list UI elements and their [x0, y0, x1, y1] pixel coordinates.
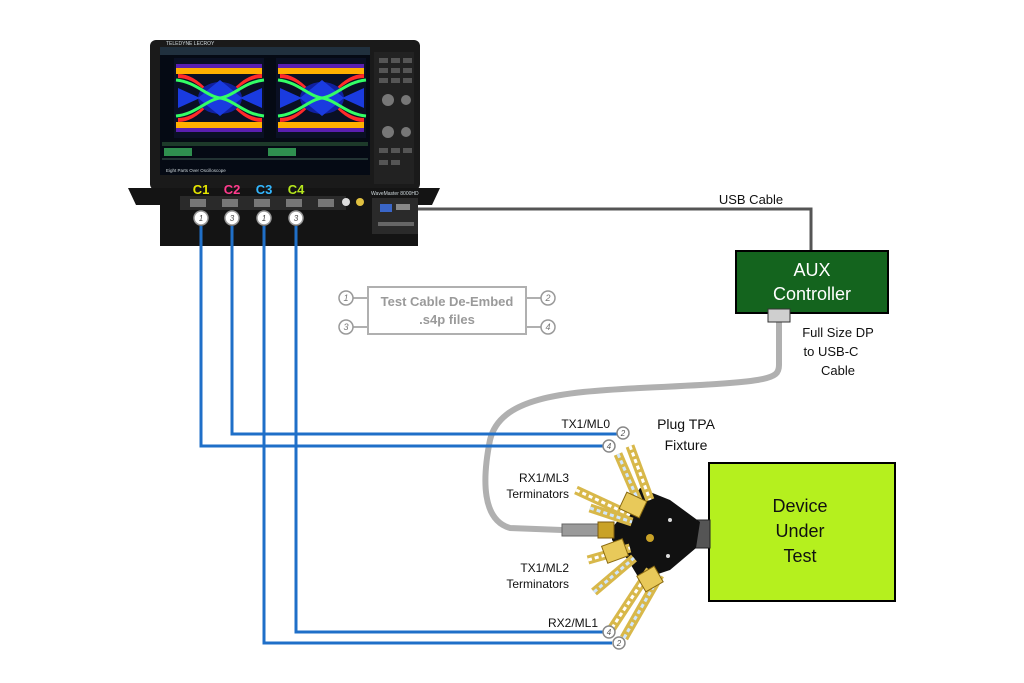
coax-cable-c2	[230, 226, 618, 436]
deembed-port-2	[540, 290, 556, 306]
channel-input-c1[interactable]	[193, 210, 209, 226]
channel-port-number-c2: 3	[230, 214, 235, 223]
fixture-port-top-b	[602, 439, 616, 453]
eye-diagram-right	[276, 58, 367, 138]
channel-input-c4[interactable]	[288, 210, 304, 226]
coax-cable-c1	[199, 226, 608, 448]
channel-port-number-c1: 1	[199, 214, 203, 223]
rx1-ml3-label-2: Terminators	[506, 487, 569, 501]
usb-port[interactable]	[380, 204, 392, 212]
channel-port-number-c4: 3	[294, 214, 299, 223]
usb-cable-label: USB Cable	[719, 192, 783, 207]
fixture-port-bot-b-label: 2	[616, 639, 622, 648]
deembed-port-4-label: 4	[545, 322, 550, 332]
fixture-port-top-a	[616, 426, 630, 440]
channel-label-c4: C4	[288, 182, 305, 197]
aux-controller-line1: AUX	[793, 260, 830, 280]
power-button[interactable]	[342, 198, 350, 206]
fixture-port-top-b-label: 4	[607, 442, 612, 451]
deembed-port-1	[338, 290, 354, 306]
deembed-box: 1 2 3 4 Test Cable De-Embed .s4p files	[338, 286, 556, 335]
rx1-ml3-label-1: RX1/ML3	[519, 471, 569, 485]
dp-connector	[767, 308, 791, 323]
channel-label-c2: C2	[224, 182, 241, 197]
deembed-port-3-label: 3	[343, 322, 348, 332]
plug-tpa-fixture: 2 4 4 2	[561, 426, 711, 650]
channel-input-c3[interactable]	[256, 210, 272, 226]
channel-input-c2[interactable]	[224, 210, 240, 226]
deembed-port-3	[338, 319, 354, 335]
tx1-ml2-label-1: TX1/ML2	[520, 561, 569, 575]
fixture-port-bot-b	[612, 636, 626, 650]
aux-controller-line2: Controller	[773, 284, 851, 304]
channel-label-c3: C3	[256, 182, 273, 197]
dut-line1: Device	[772, 496, 827, 516]
screen-caption: Eight Parts Over Oscilloscope	[166, 168, 226, 173]
deembed-port-2-label: 2	[544, 293, 550, 303]
dp-usbc-cable	[482, 320, 782, 533]
dp-cable-label-3: Cable	[821, 363, 855, 378]
fixture-title-2: Fixture	[665, 437, 708, 453]
oscilloscope: TELEDYNE LECROY	[128, 40, 440, 246]
fixture-title-1: Plug TPA	[657, 416, 716, 432]
dut-line2: Under	[775, 521, 824, 541]
tx1-ml0-label: TX1/ML0	[561, 417, 610, 431]
aux-controller: AUX Controller	[735, 250, 889, 323]
tx1-ml2-label-2: Terminators	[506, 577, 569, 591]
dp-cable-label-1: Full Size DP	[802, 325, 874, 340]
usb-cable	[418, 207, 813, 251]
coax-cables	[199, 226, 618, 645]
dp-cable-label-2: to USB-C	[804, 344, 859, 359]
eye-diagram-left	[174, 58, 265, 138]
rx2-ml1-label: RX2/ML1	[548, 616, 598, 630]
coax-cable-c4	[294, 226, 606, 634]
dut-line3: Test	[783, 546, 816, 566]
channel-inputs: C1 1 C2 3 C3 1 C4 3	[193, 182, 305, 226]
scope-control-panel	[374, 52, 414, 184]
fixture-port-bot-a-label: 4	[607, 628, 612, 637]
deembed-title: Test Cable De-Embed	[381, 294, 514, 309]
device-under-test: Device Under Test	[708, 462, 896, 602]
coax-cable-c3	[262, 226, 612, 645]
auxiliary-knob[interactable]	[356, 198, 364, 206]
channel-port-number-c3: 1	[262, 214, 266, 223]
fixture-arms	[574, 444, 664, 641]
deembed-port-4	[540, 319, 556, 335]
channel-label-c1: C1	[193, 182, 210, 197]
model-label: WaveMaster 8000HD	[371, 191, 419, 197]
deembed-port-1-label: 1	[343, 293, 348, 303]
fixture-port-top-a-label: 2	[620, 429, 626, 438]
usb-port-block	[372, 198, 418, 234]
deembed-subtitle: .s4p files	[419, 312, 475, 327]
fixture-port-bot-a	[602, 625, 616, 639]
brand-label: TELEDYNE LECROY	[166, 41, 215, 47]
